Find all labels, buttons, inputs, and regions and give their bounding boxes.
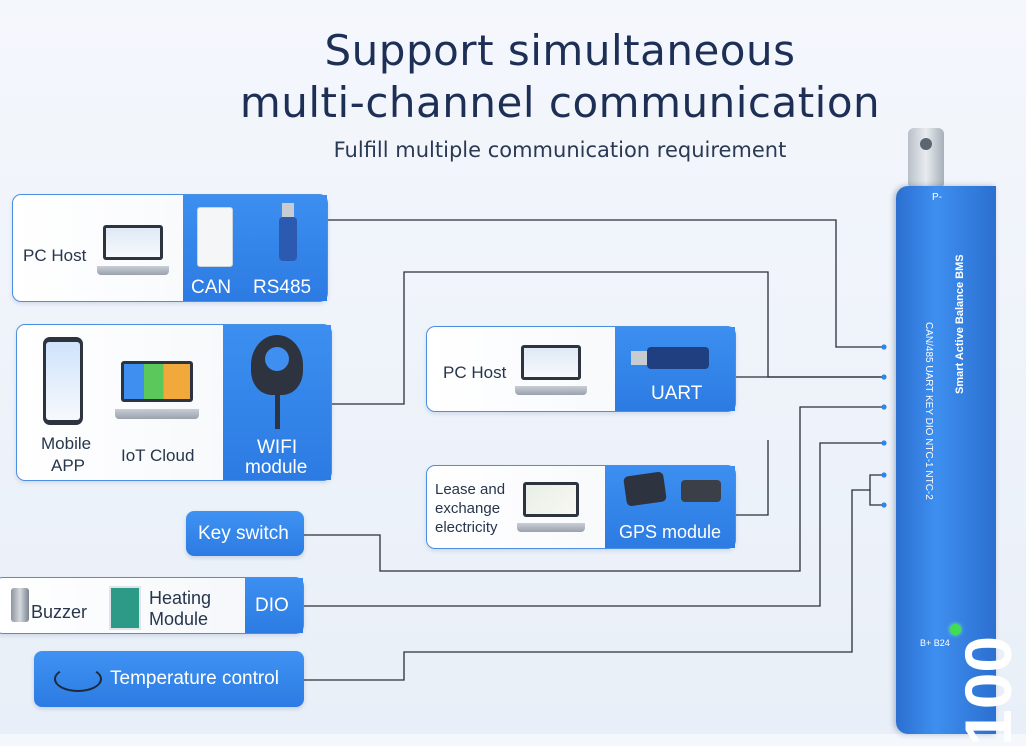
wire-temp	[304, 474, 882, 681]
wire-key	[304, 406, 882, 572]
wifi-label-2: module	[245, 457, 308, 478]
temperature-control-label: Temperature control	[110, 668, 279, 689]
heating-label-2: Module	[149, 609, 209, 629]
uart-label: UART	[651, 383, 703, 404]
wifi-module-panel: WIFI module	[223, 325, 331, 480]
connection-wires	[304, 219, 887, 681]
lease-label-2: exchange	[435, 500, 501, 517]
dio-card: Buzzer Heating Module DIO	[0, 577, 304, 634]
pc-host-label: PC Host	[23, 246, 87, 265]
mobile-label-2: APP	[51, 456, 86, 475]
iot-laptop-icon	[115, 361, 199, 419]
wire-can-rs485	[328, 219, 882, 348]
pc-host-uart-label: PC Host	[443, 363, 507, 382]
bms-terminal-icon	[908, 128, 944, 186]
bms-status-led-icon	[950, 624, 961, 635]
usb-rs485-icon	[279, 203, 297, 267]
gps-module-panel: GPS module	[605, 466, 735, 548]
can-rs485-panel: CAN RS485	[183, 195, 327, 301]
gps-antenna-icon	[681, 480, 721, 502]
gps-device-icon	[623, 471, 667, 507]
wire-dio	[304, 442, 882, 607]
can-converter-icon	[197, 207, 233, 267]
lease-label-1: Lease and	[435, 481, 506, 498]
port-dot-dio	[881, 440, 887, 446]
map-laptop-icon	[517, 482, 585, 532]
temperature-sensor-icon	[54, 666, 102, 692]
wifi-label-1: WIFI	[257, 437, 298, 458]
port-dot-key	[881, 404, 887, 410]
buzzer-icon	[11, 588, 29, 622]
iot-cloud-label: IoT Cloud	[121, 446, 195, 465]
lease-label-3: electricity	[435, 519, 498, 536]
uart-panel: UART	[615, 327, 735, 411]
rs485-label: RS485	[253, 277, 312, 298]
port-dot-uart	[881, 374, 887, 380]
gps-module-label: GPS module	[619, 522, 722, 542]
port-dot-ntc1	[881, 472, 887, 478]
bms-device: P- CAN/485 UART KEY DIO NTC-1 NTC-2 Smar…	[896, 186, 1025, 746]
bms-p-label: P-	[932, 192, 942, 203]
bms-brand-text: Smart Active Balance BMS	[954, 254, 966, 394]
bms-pin-label: B+ B24	[920, 638, 950, 648]
buzzer-label: Buzzer	[31, 602, 88, 622]
gps-card: Lease and exchange electricity GPS modul…	[426, 465, 736, 549]
dio-label: DIO	[255, 595, 289, 616]
wifi-module-icon	[251, 335, 303, 395]
bms-port-labels: CAN/485 UART KEY DIO NTC-1 NTC-2	[923, 322, 934, 500]
usb-uart-icon	[631, 347, 711, 369]
dio-panel: DIO	[245, 578, 303, 633]
title-line-2: multi-channel communication	[239, 78, 881, 127]
heating-label-1: Heating	[149, 588, 212, 608]
bms-logo: 100	[951, 635, 1025, 746]
mobile-phone-icon	[43, 337, 83, 425]
wifi-cable-icon	[275, 395, 280, 429]
temperature-control-button: Temperature control	[34, 651, 304, 707]
subtitle: Fulfill multiple communication requireme…	[333, 138, 787, 162]
wire-ntc2	[869, 490, 882, 506]
key-switch-label: Key switch	[198, 522, 289, 544]
uart-laptop-icon	[515, 345, 587, 395]
port-dot-can	[881, 344, 887, 350]
pc-host-can-card: PC Host CAN RS485	[12, 194, 328, 302]
wifi-card: Mobile APP IoT Cloud WIFI module	[16, 324, 332, 481]
mobile-label-1: Mobile	[41, 434, 92, 453]
wire-gps	[736, 440, 769, 516]
key-switch-button: Key switch	[186, 511, 304, 556]
pc-host-uart-card: PC Host UART	[426, 326, 736, 412]
can-label: CAN	[191, 277, 232, 298]
title-line-1: Support simultaneous	[324, 26, 796, 75]
laptop-icon	[97, 225, 169, 275]
port-dot-ntc2	[881, 502, 887, 508]
heating-module-icon	[109, 586, 141, 630]
